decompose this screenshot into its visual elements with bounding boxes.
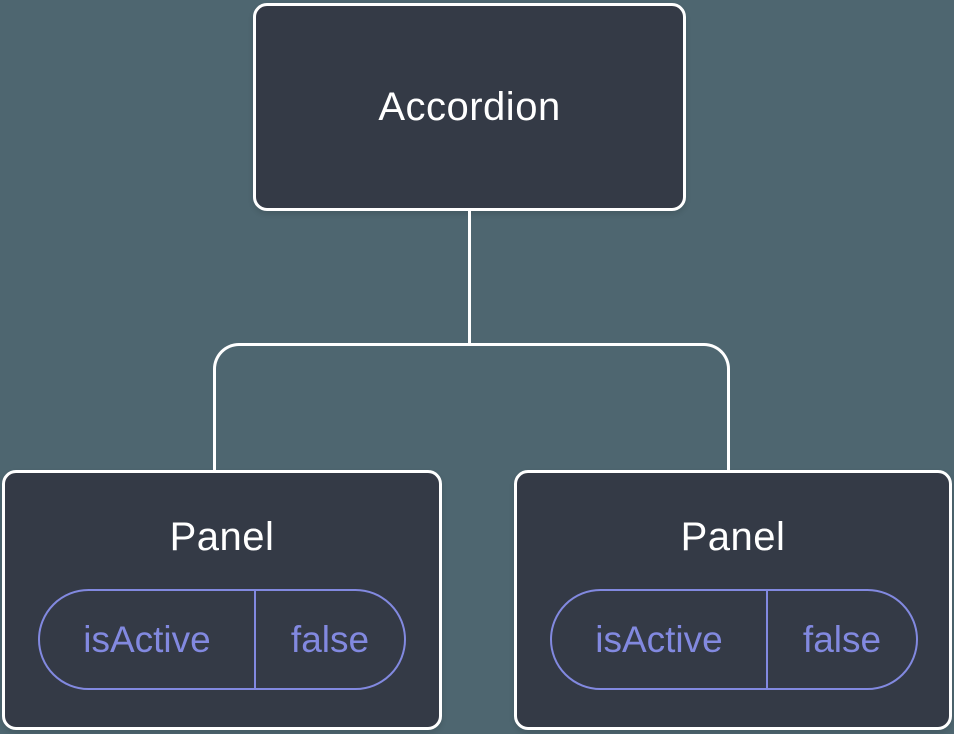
connector-root-line [468, 209, 471, 346]
state-pill: isActive false [550, 589, 918, 690]
state-prop-value: false [254, 591, 404, 688]
state-prop-name: isActive [83, 618, 211, 660]
panel-node-label: Panel [169, 515, 275, 559]
state-prop-value: false [766, 591, 916, 688]
accordion-node-label: Accordion [378, 84, 561, 129]
state-pill: isActive false [38, 589, 406, 690]
panel-node-label: Panel [680, 515, 786, 559]
panel-node-right: Panel isActive false [514, 470, 952, 730]
panel-node-left: Panel isActive false [2, 470, 442, 730]
connector-branch-bracket [213, 343, 730, 470]
state-prop-name: isActive [595, 618, 723, 660]
accordion-node: Accordion [253, 3, 686, 211]
